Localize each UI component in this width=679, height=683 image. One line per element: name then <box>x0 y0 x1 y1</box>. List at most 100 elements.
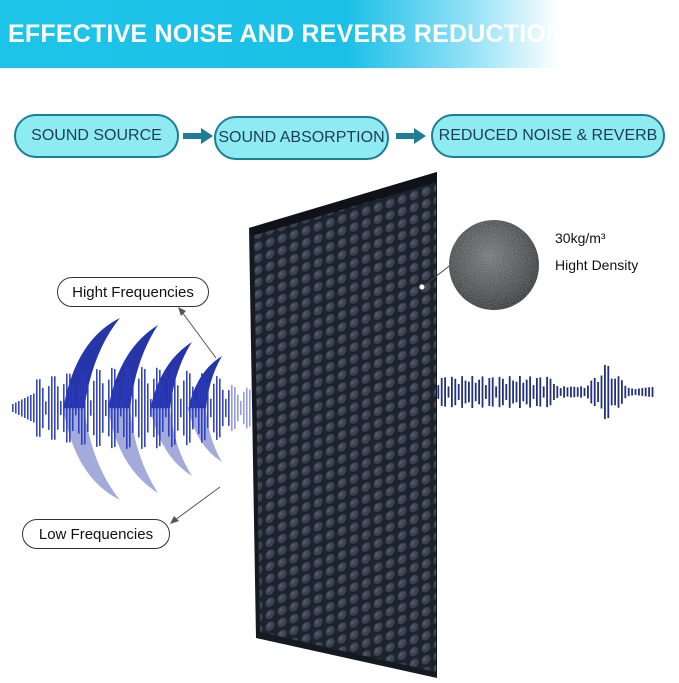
wave-bar <box>117 382 119 434</box>
wave-bar <box>15 402 17 414</box>
wave-bar <box>207 388 209 428</box>
wave-bar <box>213 383 215 433</box>
wave-bar <box>159 369 161 447</box>
wave-bar <box>471 376 474 408</box>
wave-bar <box>468 381 470 403</box>
wave-bar <box>18 401 20 415</box>
wave-bar <box>63 384 65 432</box>
wave-bar <box>66 373 68 443</box>
wave-bar <box>180 398 182 418</box>
wave-bar <box>573 386 576 398</box>
wave-bar <box>488 378 491 406</box>
wave-bar <box>249 389 251 427</box>
wave-bar <box>478 379 480 405</box>
wave-bar <box>129 368 131 448</box>
wave-bar <box>162 384 164 432</box>
wave-bar <box>216 376 218 440</box>
wave-bar <box>563 386 565 398</box>
wave-bar <box>21 399 23 417</box>
wave-bar <box>54 376 56 440</box>
wave-bar <box>165 398 167 418</box>
wave-bar <box>120 399 122 417</box>
wave-bar <box>33 393 35 423</box>
flow-step-sound-absorption: SOUND ABSORPTION <box>214 116 389 160</box>
wave-bar <box>644 387 647 397</box>
arrow-right-icon <box>183 128 213 144</box>
wave-bar <box>243 391 245 425</box>
wave-bar <box>90 400 92 416</box>
wave-bar <box>102 383 104 433</box>
wave-bar <box>491 377 494 407</box>
wave-bar <box>171 369 173 447</box>
wave-bar <box>111 367 113 449</box>
acoustic-foam-panel <box>249 172 437 678</box>
wave-bar <box>457 383 460 401</box>
wave-bar <box>204 375 206 441</box>
wave-bar <box>597 381 599 403</box>
wave-bar <box>228 390 230 426</box>
wave-bar <box>189 373 191 443</box>
wave-bar <box>168 379 170 437</box>
wave-bar <box>522 382 525 402</box>
wave-bar <box>246 387 248 429</box>
wave-bar <box>231 385 233 431</box>
wave-bar <box>93 380 95 436</box>
flow-step-sound-source: SOUND SOURCE <box>14 114 179 158</box>
wave-bar <box>604 364 606 420</box>
wave-bar <box>498 376 501 408</box>
wave-bar <box>132 383 134 433</box>
high-frequency-pointer <box>181 311 217 359</box>
wave-bar <box>69 373 71 443</box>
wave-bar <box>75 400 77 416</box>
arrow-right-icon <box>396 128 426 144</box>
wave-bar <box>641 388 644 396</box>
wave-bar <box>638 388 640 396</box>
wave-bar <box>576 387 579 397</box>
banner-title: EFFECTIVE NOISE AND REVERB REDUCTION <box>8 20 565 48</box>
wave-bar <box>201 373 203 443</box>
wave-bar <box>186 370 188 446</box>
wave-bar <box>225 398 227 418</box>
wave-bar <box>556 386 559 398</box>
wave-bar <box>614 378 616 406</box>
wave-bar <box>583 387 586 397</box>
wave-bar <box>105 399 107 417</box>
wave-bar <box>447 386 450 398</box>
wave-bar <box>481 376 484 408</box>
wave-bar <box>580 386 582 398</box>
title-banner: EFFECTIVE NOISE AND REVERB REDUCTION <box>0 0 564 68</box>
wave-bar <box>237 394 239 422</box>
wave-bar <box>600 375 603 409</box>
density-label: Hight Density <box>555 257 639 273</box>
flow-step-reduced-noise-reverb: REDUCED NOISE & REVERB <box>431 114 665 158</box>
wave-bar <box>153 378 155 438</box>
wave-bar <box>48 386 50 430</box>
wave-bar <box>587 385 589 399</box>
wave-bar <box>505 383 508 401</box>
wave-bar <box>536 378 538 406</box>
wave-bar <box>156 367 158 449</box>
wave-bar <box>621 380 623 404</box>
high-frequencies-label: Hight Frequencies <box>57 277 209 307</box>
wave-bar <box>99 370 101 446</box>
wave-bar <box>553 383 555 401</box>
wave-bar <box>141 367 143 449</box>
incoming-sound-wave <box>12 367 251 449</box>
wave-bar <box>525 379 528 405</box>
wave-bar <box>451 376 453 408</box>
wave-bar <box>464 380 467 404</box>
wave-bar <box>593 377 596 407</box>
low-frequencies-label: Low Frequencies <box>22 519 170 549</box>
wave-bar <box>461 376 463 408</box>
wave-bar <box>485 385 487 399</box>
wave-bar <box>123 378 125 438</box>
wave-bar <box>51 376 53 440</box>
wave-bar <box>27 396 29 420</box>
wave-bar <box>440 378 443 406</box>
wave-bar <box>81 371 83 445</box>
wave-bar <box>559 388 562 396</box>
wave-bar <box>648 387 650 397</box>
wave-bar <box>174 371 176 445</box>
density-value: 30kg/m³ <box>555 230 606 246</box>
